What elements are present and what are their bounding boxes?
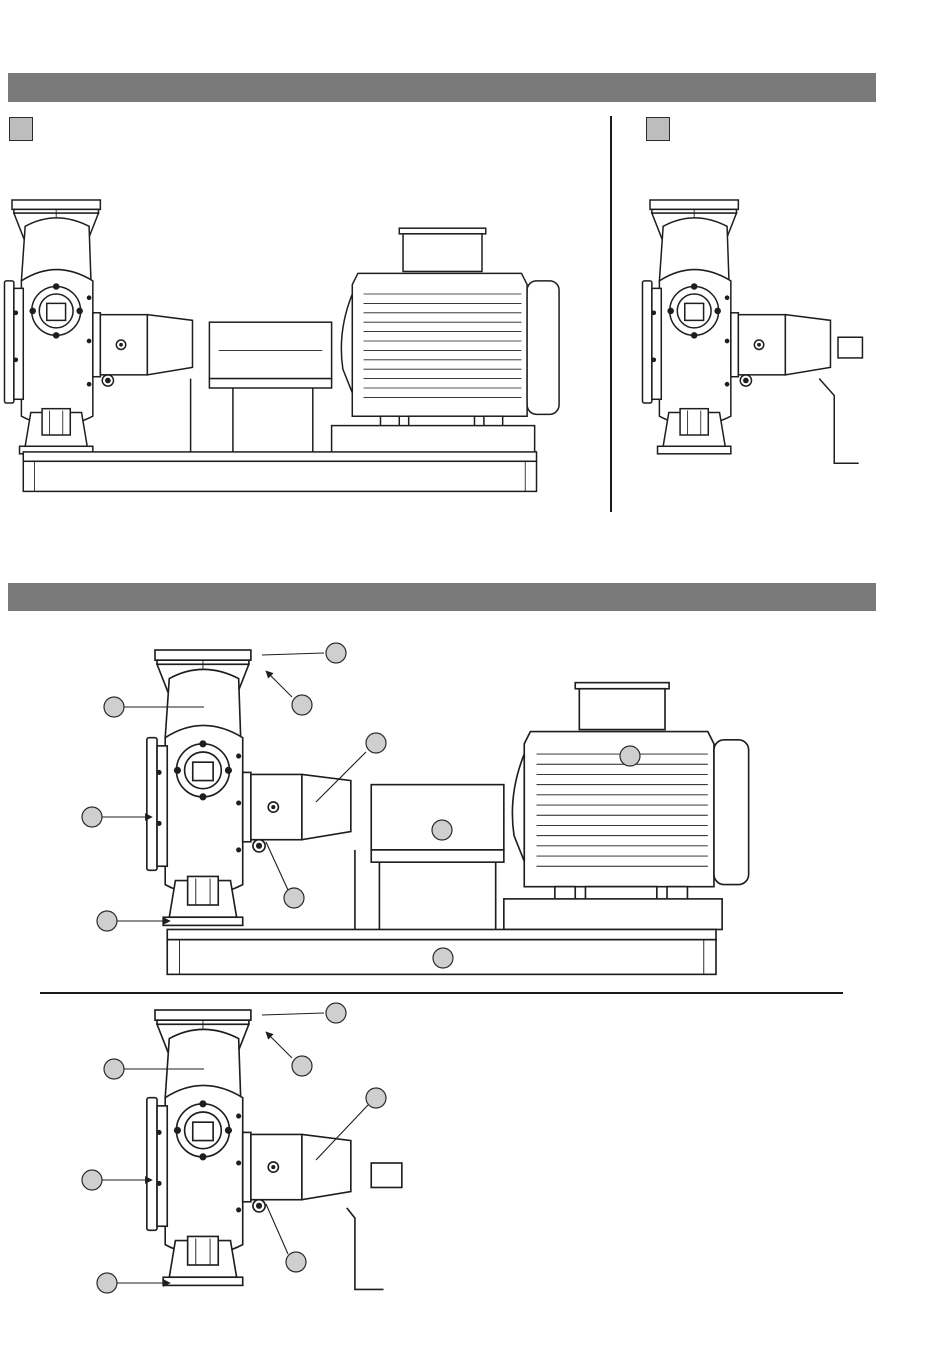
top-full-assembly — [4, 200, 559, 491]
top-bare-assembly — [642, 200, 862, 463]
main-bare-assembly — [147, 1010, 402, 1289]
main-full-assembly — [147, 650, 749, 974]
